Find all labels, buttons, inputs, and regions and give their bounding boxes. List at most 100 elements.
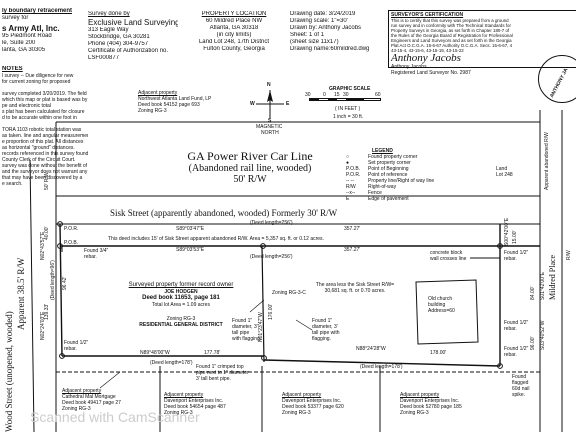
note-line: d to be accurate within one foot in: [2, 115, 77, 121]
note-line: TORA 1103 robotic total station was: [2, 127, 82, 133]
certificate-line: Engineers and Land Surveyors and as set …: [391, 38, 512, 43]
callout-por: P.O.R.: [64, 226, 79, 232]
concrete-wall-label: concrete block wall crosses line: [430, 250, 467, 262]
legend-symbol: E: [346, 196, 350, 202]
note-line: e search.: [2, 181, 23, 187]
certificate-line: 43-15-4, 43-15-6, 43-15-19, 43-15-22: [391, 48, 464, 53]
property-location: PROPERTY LOCATION 60 Mildred Place NW At…: [198, 11, 270, 52]
bottom-left-deed: (Deed length=178'): [150, 360, 193, 366]
legend-label: Set property corner: [368, 160, 411, 166]
legend-label: Point of reference: [368, 172, 408, 178]
bottom-left-bearing: N89°48'00"W: [140, 350, 170, 356]
left-dist: 96.42': [62, 276, 68, 290]
scanner-watermark: Scanned with CamScanner: [30, 409, 200, 425]
building-label: Old church building Address=60: [428, 296, 455, 314]
legend-label: Point of Beginning: [368, 166, 409, 172]
certificate-line: run survey and in conformity with The Te…: [391, 23, 511, 28]
east-label: E: [286, 101, 290, 107]
legend-item: R/W Right-of-way: [346, 184, 436, 190]
north-word: NORTH: [261, 130, 279, 136]
right-dist-bottom: 96.00': [530, 336, 536, 350]
bottom-left-dist: 177.78': [204, 350, 221, 356]
legend-label: Edge of pavement: [368, 196, 409, 202]
legend-item: -- --Property line/Right of way line: [346, 178, 436, 184]
sisk-distance-top: 357.27': [344, 226, 361, 232]
note-line: survey was done without the benefit of a: [2, 163, 88, 169]
right-bearing-top: S00°42'00"E: [504, 217, 510, 246]
note-line: s plat has been calculated for closure: [2, 109, 85, 115]
note-line: l survey -- Due diligence for new: [2, 73, 74, 79]
legend-symbol: ●: [346, 160, 350, 166]
left-side-top: 50' R/W: [44, 172, 50, 190]
sisk-street-name: Sisk Street (apparently abandoned, woode…: [110, 208, 338, 218]
certificate-line: the Rules of the Georgia Board of Regist…: [391, 33, 513, 38]
note-line: that may have been discovered by a: [2, 175, 83, 181]
retracement-title: ly boundary retracement survey for: [2, 8, 73, 21]
sisk-deeded-note: This deed includes 15' of Sisk Street ap…: [108, 236, 324, 242]
certificate-line: Plat Act O.C.G.A. 15-6-67 Authority O.C.…: [391, 43, 513, 48]
client-block: s Army Atl, Inc. 95 Piedmont Road le, Su…: [2, 24, 60, 53]
mildred-place-name: Mildred Place: [548, 254, 557, 300]
bottom-right-dist: 178.00': [430, 350, 447, 356]
bottom-right-bearing: N88°24'28"W: [356, 346, 386, 352]
legend-symbol: --x--: [346, 190, 356, 196]
right-bearing-mid: S01°42'00"E: [540, 271, 546, 300]
north-label: N: [267, 82, 271, 88]
note-line: records referenced in this survey found …: [2, 151, 88, 157]
signature: Anthony Jacobs: [391, 52, 461, 64]
note-line: and the surveyor does not warrant any: [2, 169, 88, 175]
note-line: which this map or plat is based was by a: [2, 97, 88, 103]
legend-item: E Edge of pavement: [346, 196, 436, 202]
legend-label: Property line/Right of way line: [368, 178, 435, 184]
sisk-deed-mid: (Deed length=256'): [250, 254, 293, 260]
left-side-mid2: 139.33': [44, 303, 50, 320]
adjoiner-bottom-4: Adjacent property Davenport Enterprises …: [400, 392, 462, 416]
railway-label: GA Power River Car Line (Abandoned rail …: [187, 149, 313, 186]
legend: LEGEND ○Found property corner●Set proper…: [346, 148, 436, 202]
surveyor-block: Survey done by Exclusive Land Surveying …: [88, 11, 178, 61]
right-bearing-bottom: S03°40'52"W: [540, 320, 546, 350]
land-lot-label: Land Lot 248: [496, 166, 513, 178]
note-line: survey completed 3/20/2019. The field: [2, 91, 87, 97]
note-line: as horizontal "ground" distances.: [2, 145, 75, 151]
parcel-owner-block: Surveyed property former record owner JO…: [128, 282, 234, 328]
legend-symbol: R/W: [346, 184, 356, 190]
adjoiner-top-nw: Adjacent property Northwest Atlanta Land…: [138, 90, 212, 114]
area-less-label: The area less the Sisk Street R/W= 30,68…: [315, 282, 395, 294]
mildred-rw: R/W: [566, 250, 572, 260]
note-line: County Clerk of the Circuit Court.: [2, 157, 76, 163]
legend-symbol: P.O.R.: [346, 172, 361, 178]
bottom-right-deed: (Deed length=178'): [360, 364, 403, 370]
legend-item: --x--Fence: [346, 190, 436, 196]
certificate-lines: This is to certify that this survey was …: [391, 18, 574, 53]
sisk-distance-mid: 357.27': [344, 247, 361, 253]
certificate-line: Property Surveys in Georgia, as set fort…: [391, 28, 510, 33]
zoning-c-label: Zoning RG-3-C: [272, 290, 306, 296]
west-label: W: [250, 101, 255, 107]
left-side-mid: 40.00': [44, 226, 50, 240]
south-label: S: [268, 118, 272, 124]
drawing-info: Drawing date: 3/24/2019 Drawing scale: 1…: [290, 11, 370, 52]
legend-items: ○Found property corner● Set property corn…: [346, 154, 436, 202]
legend-symbol: P.O.B.: [346, 166, 361, 172]
sisk-deed-top: (Deed length=256'): [250, 220, 293, 226]
mid-dist: 176.00': [268, 303, 274, 320]
sisk-bearing-top: S89°03'47"E: [176, 226, 205, 232]
legend-label: Found property corner: [368, 154, 418, 160]
left-deed-side: (Deed length=96'): [50, 260, 56, 300]
note-line: e proportion of this plat. All distances: [2, 139, 84, 145]
callout-found-34-rebar: Found 3/4"rebar.: [84, 248, 109, 260]
callout-found-12-rebar-e2: Found 1/2"rebar.: [504, 320, 529, 332]
legend-label: Right-of-way: [368, 184, 397, 190]
sisk-bearing-mid: S89°03'53"E: [176, 247, 205, 253]
note-line: for current zoning for proposed: [2, 79, 71, 85]
certificate-line: This is to certify that this survey was …: [391, 18, 509, 23]
legend-item: ○Found property corner: [346, 154, 436, 160]
callout-found-12-rebar-sw: Found 1/2"rebar.: [64, 340, 89, 352]
note-line: pe and electronic total: [2, 103, 51, 109]
